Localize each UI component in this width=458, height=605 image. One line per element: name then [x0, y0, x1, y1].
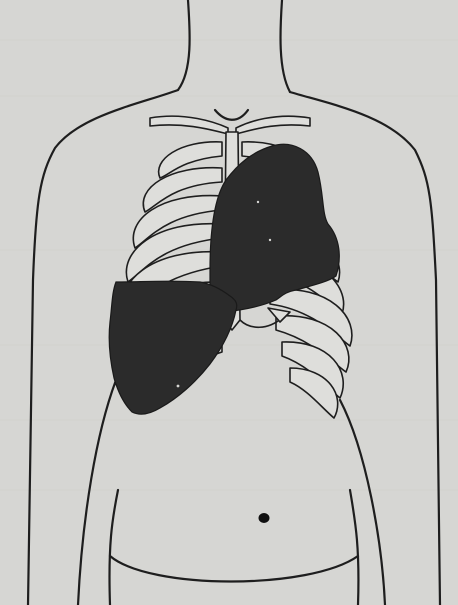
liver-shadow-icon [109, 281, 237, 414]
navel-icon [259, 513, 270, 523]
